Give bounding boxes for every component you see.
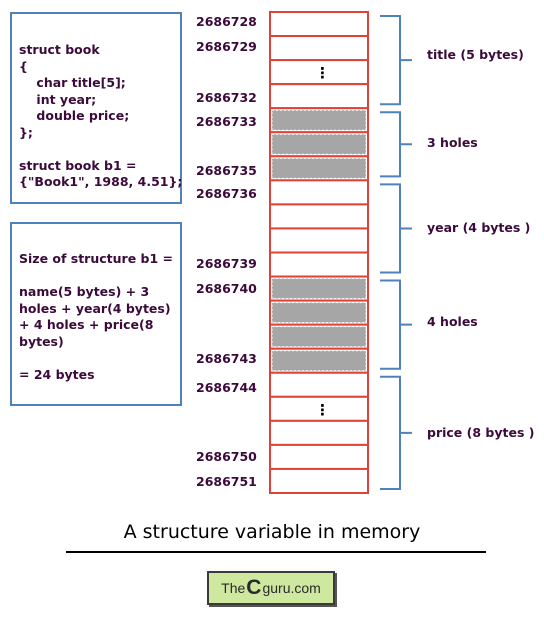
address-label: 2686740: [196, 281, 257, 296]
hole-fill: [271, 278, 367, 300]
code-line: int year;: [19, 91, 97, 107]
hole-fill: [271, 109, 367, 131]
memory-byte-cell: [269, 227, 369, 254]
logo-text-pre: The: [221, 580, 246, 596]
address-label: 2686744: [196, 380, 257, 395]
address-label: 2686743: [196, 351, 257, 366]
size-line: bytes): [19, 333, 64, 349]
address-label: 2686732: [196, 90, 257, 105]
memory-byte-cell: [269, 203, 369, 230]
memory-byte-cell: [269, 395, 369, 422]
logo-text-c: C: [246, 576, 262, 599]
memory-byte-cell: [269, 83, 369, 110]
group-label-year: year (4 bytes ): [427, 220, 531, 235]
memory-byte-cell: [269, 11, 369, 38]
address-label: 2686739: [196, 256, 257, 271]
logo-text-post: guru.com: [262, 580, 321, 596]
group-bracket-holes2: [380, 279, 412, 370]
group-bracket-holes1: [380, 111, 412, 178]
size-line: + 4 holes + price(8: [19, 317, 154, 332]
divider: [66, 551, 486, 553]
memory-diagram: ⋮⋮: [269, 11, 412, 495]
address-label: 2686729: [196, 39, 257, 54]
code-line: double price;: [19, 108, 130, 123]
address-label: 2686735: [196, 163, 257, 178]
size-line: = 24 bytes: [19, 366, 95, 382]
size-line: Size of structure b1 =: [19, 251, 173, 266]
code-line: char title[5];: [19, 75, 126, 90]
memory-byte-cell: [269, 443, 369, 470]
code-line: struct book: [19, 42, 100, 57]
address-label: 2686750: [196, 449, 257, 464]
group-bracket-price: [380, 375, 412, 490]
group-label-title: title (5 bytes): [427, 47, 524, 62]
code-line: struct book b1 =: [19, 157, 137, 173]
diagram-caption: A structure variable in memory: [123, 521, 421, 543]
memory-byte-cell: [269, 371, 369, 398]
code-line: {: [19, 58, 28, 74]
hole-fill: [271, 350, 367, 372]
group-bracket-year: [380, 183, 412, 274]
hole-fill: [271, 302, 367, 324]
size-line: name(5 bytes) + 3: [19, 284, 150, 299]
hole-fill: [271, 326, 367, 348]
memory-byte-cell: [269, 179, 369, 206]
memory-byte-cell: [269, 251, 369, 278]
hole-fill: [271, 157, 367, 179]
memory-byte-cell: [269, 35, 369, 62]
ellipsis-mark: ⋮: [315, 64, 330, 82]
address-label: 2686736: [196, 186, 257, 201]
ellipsis-mark: ⋮: [315, 401, 330, 419]
memory-byte-cell: [269, 467, 369, 495]
struct-definition-box: struct book { char title[5]; int year; d…: [10, 12, 182, 204]
size-line: holes + year(4 bytes): [19, 300, 171, 316]
code-line: };: [19, 124, 33, 140]
group-label-holes2: 4 holes: [427, 314, 478, 329]
memory-byte-cell: [269, 59, 369, 86]
group-label-price: price (8 bytes ): [427, 425, 535, 440]
address-label: 2686728: [196, 14, 257, 29]
group-bracket-title: [380, 15, 412, 106]
address-label: 2686751: [196, 474, 257, 489]
size-explanation-box: Size of structure b1 = name(5 bytes) + 3…: [10, 222, 182, 406]
memory-byte-cell: [269, 419, 369, 446]
hole-fill: [271, 133, 367, 155]
code-line: {"Book1", 1988, 4.51};: [19, 174, 183, 189]
address-label: 2686733: [196, 114, 257, 129]
group-label-holes1: 3 holes: [427, 135, 478, 150]
